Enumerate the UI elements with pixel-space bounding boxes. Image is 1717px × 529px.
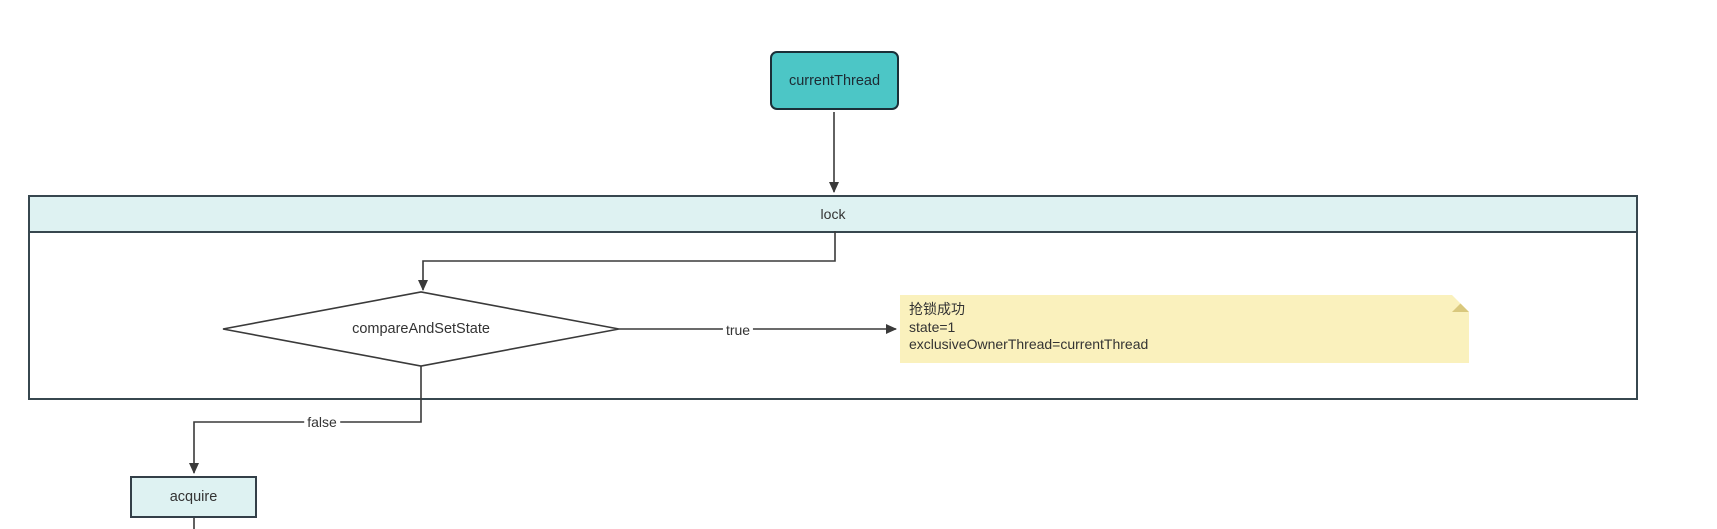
node-current-thread-label: currentThread: [788, 72, 881, 89]
note-line-2: state=1: [909, 318, 956, 335]
node-current-thread: currentThread: [770, 51, 899, 110]
note-line-1: 抢锁成功: [909, 301, 965, 317]
lock-container-header: lock: [30, 197, 1636, 233]
node-acquire: acquire: [130, 476, 257, 518]
edge-label-true: true: [722, 322, 754, 338]
edge-label-false: false: [304, 414, 340, 430]
decision-label: compareAndSetState: [352, 321, 490, 337]
note-line-3: exclusiveOwnerThread=currentThread: [909, 336, 1149, 352]
node-acquire-label: acquire: [169, 489, 218, 505]
lock-container-title: lock: [820, 206, 846, 222]
note-sticky: 抢锁成功 state=1 exclusiveOwnerThread=curren…: [900, 295, 1469, 363]
